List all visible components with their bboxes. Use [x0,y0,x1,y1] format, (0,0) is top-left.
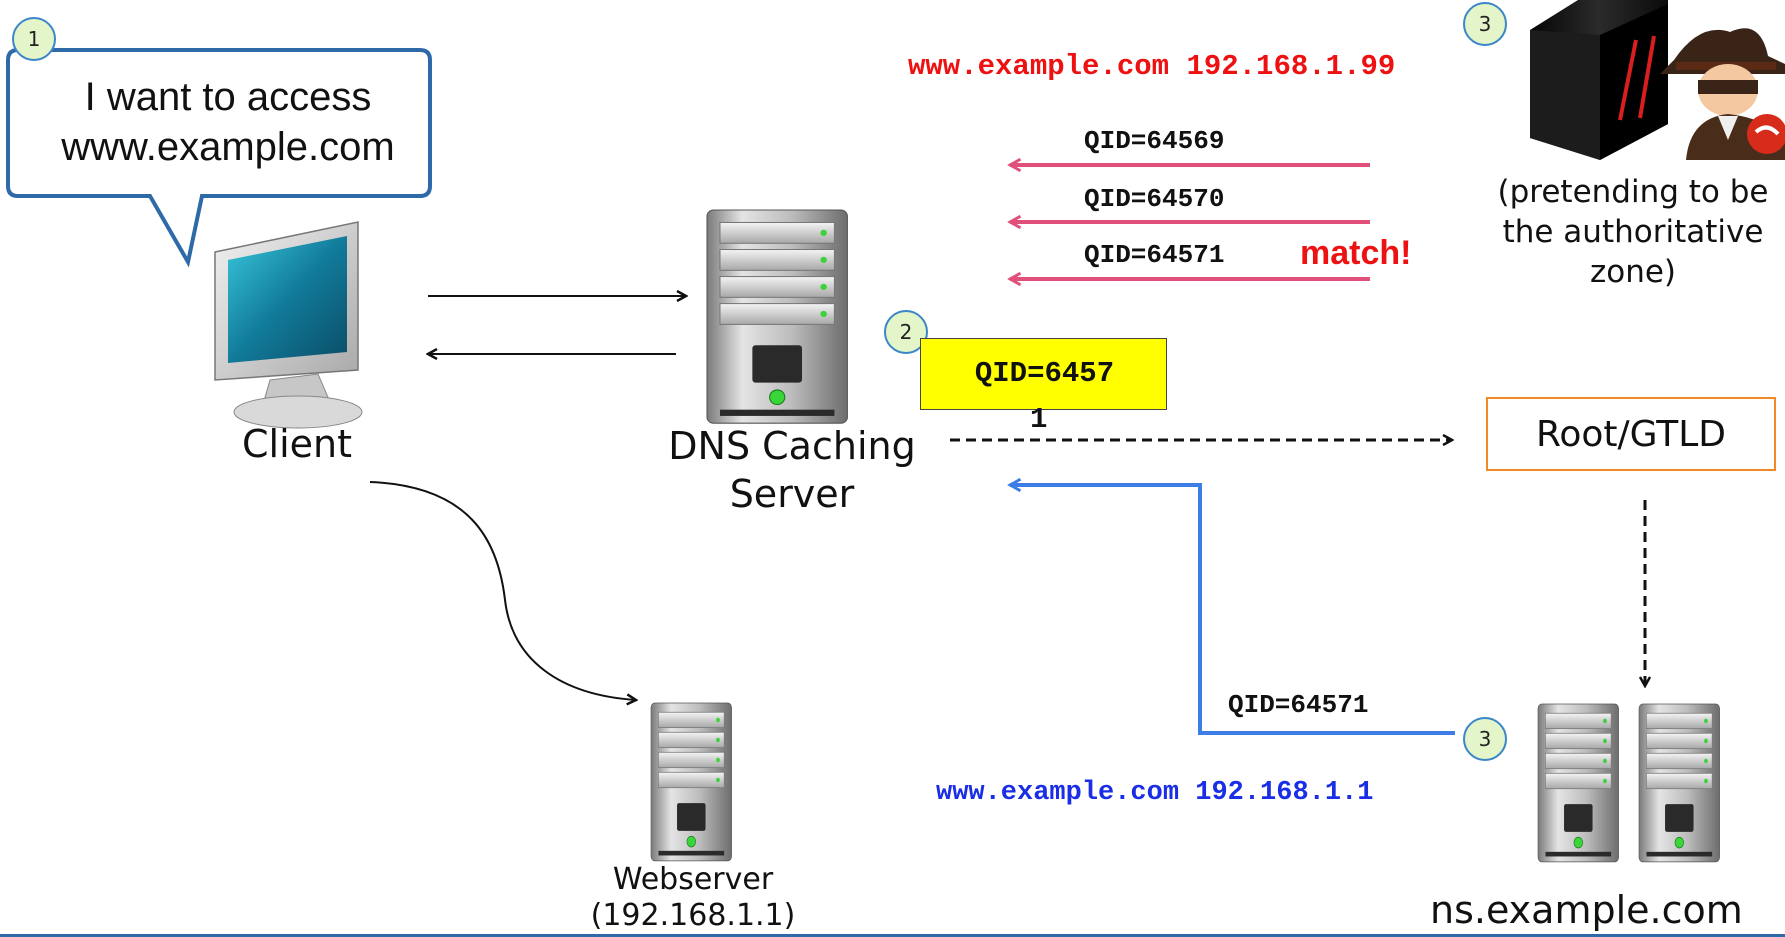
attacker-label-line-1: (pretending to be [1497,174,1769,210]
speech-line-1: I want to access [84,75,372,119]
caching-label-line-1: DNS Caching [668,424,916,468]
step-badge-1: 1 [12,17,56,61]
spoof-qid-3: QID=64571 [1084,240,1225,270]
dns-caching-server-icon [706,209,848,424]
attacker-label-line-2: the authoritative [1502,214,1764,250]
speech-line-2: www.example.com [61,125,395,169]
monitor-icon [214,221,363,429]
query-qid-box: QID=6457 [920,338,1167,410]
step-badge-2: 2 [884,310,928,354]
spoofed-answer: www.example.com 192.168.1.99 [908,50,1396,83]
caching-server-label: DNS Caching Server [662,422,922,518]
webserver-label: Webserver (192.168.1.1) [588,862,798,934]
nameserver-icon-2 [1638,703,1720,863]
caching-label-line-2: Server [729,472,855,516]
attacker-server-icon [1530,0,1668,160]
attacker-label-line-3: zone) [1589,254,1677,290]
step-badge-3-nameserver: 3 [1463,717,1507,761]
nameserver-label: ns.example.com [1430,888,1743,932]
match-label: match! [1300,234,1412,272]
query-qid-line-2: 1 [1030,403,1048,436]
speech-bubble [6,48,432,268]
webserver-label-line-2: (192.168.1.1) [590,898,796,933]
spoof-qid-1: QID=64569 [1084,126,1225,156]
spoof-qid-2: QID=64570 [1084,184,1225,214]
nameserver-icon-1 [1537,703,1619,863]
legit-response-arrow [1010,485,1455,735]
webserver-label-line-1: Webserver [612,862,774,897]
attacker-label: (pretending to be the authoritative zone… [1478,172,1785,292]
legit-answer: www.example.com 192.168.1.1 [936,778,1374,808]
legit-qid: QID=64571 [1228,690,1369,720]
client-label: Client [242,422,353,466]
spy-icon [1660,28,1785,160]
step-badge-3-attacker: 3 [1463,2,1507,46]
bottom-rule [0,934,1785,937]
query-qid-line-1: QID=6457 [974,357,1115,390]
speech-bubble-text: I want to access www.example.com [18,72,438,172]
webserver-icon [650,702,732,862]
webserver-arrow [369,481,636,700]
root-gtld-box: Root/GTLD [1486,397,1776,471]
